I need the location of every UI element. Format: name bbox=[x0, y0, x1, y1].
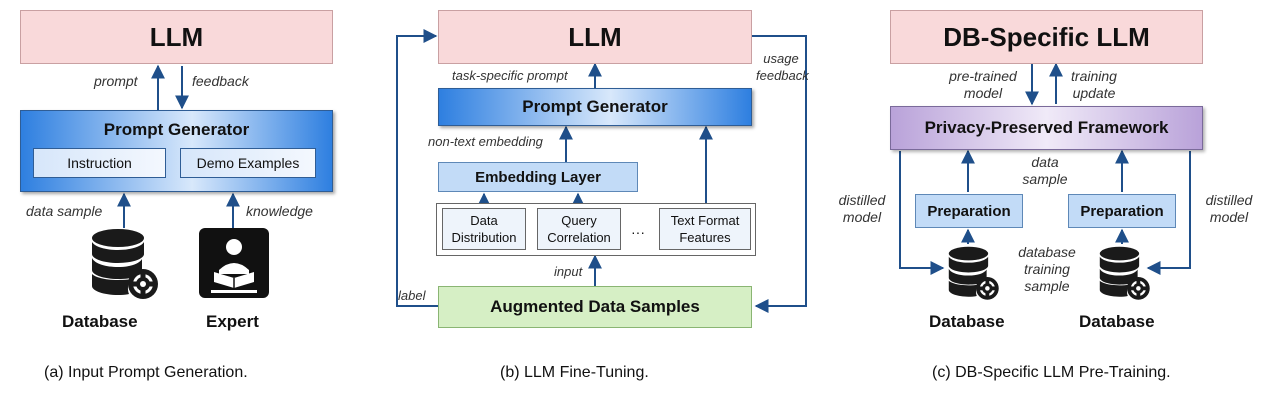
usage-feedback-loop-arrow bbox=[752, 35, 807, 313]
database-left-icon bbox=[948, 246, 999, 300]
db-specific-llm-title: DB-Specific LLM bbox=[943, 21, 1150, 52]
prompt-generator-b: Prompt Generator bbox=[438, 88, 752, 126]
db-specific-llm-box: DB-Specific LLM bbox=[890, 10, 1203, 64]
data-sample-c-line1: data bbox=[1031, 154, 1059, 170]
training-line2: update bbox=[1072, 85, 1116, 101]
pretrained-model-label: pre-trained model bbox=[940, 68, 1026, 102]
demo-examples-label: Demo Examples bbox=[196, 155, 300, 171]
distilled-model-left-label: distilled model bbox=[826, 192, 898, 226]
distilled-model-right-label: distilled model bbox=[1193, 192, 1265, 226]
training-update-label: training update bbox=[1062, 68, 1126, 102]
label-loop-arrow bbox=[396, 29, 438, 307]
prompt-generator-title-b: Prompt Generator bbox=[522, 97, 668, 116]
llm-box-b: LLM bbox=[438, 10, 752, 64]
pretrained-line2: model bbox=[963, 85, 1003, 101]
preparation-right-label: Preparation bbox=[1080, 202, 1164, 220]
llm-title-a: LLM bbox=[149, 21, 204, 52]
embedding-layer-label: Embedding Layer bbox=[475, 168, 601, 186]
augmented-data-samples-label: Augmented Data Samples bbox=[490, 297, 700, 316]
database-name-c-left: Database bbox=[929, 312, 1005, 331]
task-specific-prompt-label: task-specific prompt bbox=[452, 68, 568, 83]
distilled-left-line2: model bbox=[842, 209, 882, 225]
training-line1: training bbox=[1071, 68, 1117, 84]
data-distribution-line1: Data bbox=[470, 213, 498, 228]
usage-feedback-line2: feedback bbox=[756, 68, 809, 83]
data-sample-label: data sample bbox=[26, 203, 103, 219]
privacy-preserved-framework-label: Privacy-Preserved Framework bbox=[924, 118, 1169, 137]
pretrained-line1: pre-trained bbox=[949, 68, 1017, 84]
distilled-left-arrow bbox=[899, 151, 945, 275]
data-sample-c-line2: sample bbox=[1022, 171, 1068, 187]
usage-feedback-label: usage feedback bbox=[756, 50, 809, 84]
label-label: label bbox=[398, 288, 426, 303]
db-training-line3: sample bbox=[1024, 278, 1070, 294]
database-right-icon bbox=[1099, 246, 1150, 300]
distilled-right-line1: distilled bbox=[1205, 192, 1253, 208]
db-training-line1: database bbox=[1018, 244, 1076, 260]
distilled-left-line1: distilled bbox=[838, 192, 886, 208]
text-format-line2: Features bbox=[679, 230, 731, 245]
distilled-right-arrow bbox=[1146, 151, 1191, 275]
caption-b: (b) LLM Fine-Tuning. bbox=[500, 364, 649, 381]
caption-a: (a) Input Prompt Generation. bbox=[44, 364, 248, 381]
prompt-generator-title-a: Prompt Generator bbox=[103, 120, 250, 139]
llm-title-b: LLM bbox=[568, 21, 622, 52]
llm-box-a: LLM bbox=[20, 10, 333, 64]
preparation-left-label: Preparation bbox=[927, 202, 1011, 220]
non-text-embedding-label: non-text embedding bbox=[428, 134, 543, 149]
usage-feedback-line1: usage bbox=[763, 51, 799, 66]
prompt-label: prompt bbox=[94, 73, 138, 89]
db-training-line2: training bbox=[1024, 261, 1070, 277]
feedback-label: feedback bbox=[192, 73, 249, 89]
expert-reader-icon bbox=[199, 228, 269, 298]
instruction-box: Instruction bbox=[33, 148, 166, 178]
data-sample-label-c: data sample bbox=[1015, 154, 1075, 188]
embedding-layer-box: Embedding Layer bbox=[438, 162, 638, 192]
augmented-data-samples-box: Augmented Data Samples bbox=[438, 286, 752, 328]
preparation-right-box: Preparation bbox=[1068, 194, 1176, 228]
features-ellipsis: ··· bbox=[631, 224, 645, 240]
preparation-left-box: Preparation bbox=[915, 194, 1023, 228]
text-format-line1: Text Format bbox=[670, 213, 740, 228]
database-icon bbox=[92, 229, 158, 299]
caption-c: (c) DB-Specific LLM Pre-Training. bbox=[932, 364, 1171, 381]
database-name-c-right: Database bbox=[1079, 312, 1155, 331]
query-correlation-line2: Correlation bbox=[547, 230, 611, 245]
demo-examples-box: Demo Examples bbox=[180, 148, 316, 178]
expert-name: Expert bbox=[206, 312, 259, 331]
distilled-right-line2: model bbox=[1209, 209, 1249, 225]
database-training-sample-label: database training sample bbox=[1008, 244, 1086, 295]
data-distribution-line2: Distribution bbox=[451, 230, 517, 245]
knowledge-label: knowledge bbox=[246, 203, 313, 219]
database-name-a: Database bbox=[62, 312, 138, 331]
privacy-preserved-framework-box: Privacy-Preserved Framework bbox=[890, 106, 1203, 150]
input-label: input bbox=[554, 264, 583, 279]
query-correlation-line1: Query bbox=[561, 213, 597, 228]
instruction-label: Instruction bbox=[67, 155, 132, 171]
